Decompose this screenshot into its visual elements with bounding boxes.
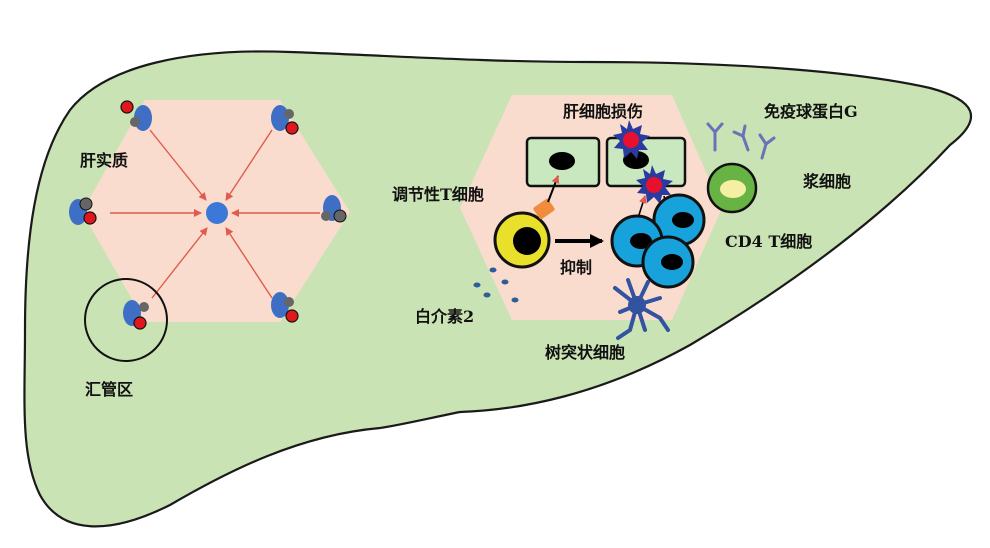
portal-area-circle bbox=[84, 278, 168, 362]
interleukin-2-dots bbox=[473, 267, 519, 303]
portal-triad-left bbox=[69, 197, 97, 225]
treg-to-hepatocyte-arrow bbox=[547, 175, 560, 203]
regulatory-t-cell bbox=[493, 198, 555, 269]
label-immunoglobulin-g: 免疫球蛋白G bbox=[764, 102, 858, 121]
dendritic-cell bbox=[613, 278, 670, 340]
label-interleukin-2: 白介素2 bbox=[415, 307, 474, 326]
injury-burst-top bbox=[613, 120, 650, 159]
radial-arrows bbox=[110, 129, 320, 299]
label-portal-area: 汇管区 bbox=[85, 380, 133, 399]
attack-arrow-1 bbox=[637, 195, 647, 219]
label-dendritic-cell: 树突状细胞 bbox=[545, 343, 625, 362]
antibodies bbox=[706, 122, 776, 160]
portal-triad-top-left bbox=[120, 100, 152, 131]
label-regulatory-t-cell: 调节性T细胞 bbox=[392, 185, 484, 204]
label-plasma-cell: 浆细胞 bbox=[802, 172, 851, 191]
central-vein bbox=[206, 202, 228, 224]
portal-triad-bottom-left bbox=[123, 300, 149, 330]
portal-triad-top-right bbox=[271, 105, 299, 135]
portal-triad-bottom-right bbox=[271, 292, 299, 323]
label-suppress: 抑制 bbox=[560, 258, 592, 277]
injury-burst-right bbox=[636, 165, 673, 204]
label-cd4-t-cell: CD4 T细胞 bbox=[725, 232, 812, 251]
cd4-t-cells bbox=[610, 193, 706, 289]
label-liver-parenchyma: 肝实质 bbox=[80, 151, 128, 170]
portal-triad-right bbox=[321, 195, 347, 223]
plasma-cell bbox=[706, 162, 758, 214]
label-hepatocyte-injury: 肝细胞损伤 bbox=[563, 102, 643, 121]
hepatocyte-left bbox=[525, 136, 601, 188]
